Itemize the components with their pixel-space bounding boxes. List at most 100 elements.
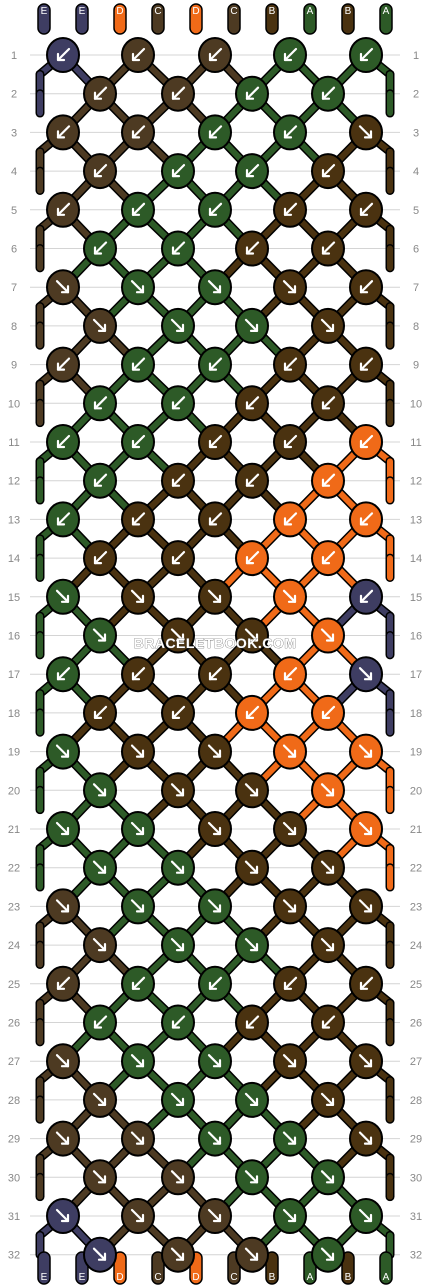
strand-label-bottom: C <box>154 1272 161 1283</box>
arrow-head <box>60 594 70 603</box>
knot <box>46 733 80 770</box>
arrow-down-left-icon <box>56 47 71 62</box>
knot <box>349 346 383 383</box>
arrow-head <box>321 246 331 255</box>
row-number-right: 23 <box>410 901 422 913</box>
knot <box>235 230 269 267</box>
arrow-down-right-icon <box>92 860 107 874</box>
arrow-down-left-icon <box>208 357 223 371</box>
arrow-down-right-icon <box>207 744 222 758</box>
arrow-head <box>363 749 373 758</box>
top-strand-end <box>341 3 355 35</box>
knot <box>349 424 383 460</box>
arrow-down-right-icon <box>358 1054 373 1068</box>
arrow-down-right-icon <box>55 744 70 758</box>
arrow-down-right-icon <box>282 1054 297 1068</box>
row-number-right: 7 <box>413 282 419 294</box>
knot <box>161 1081 195 1118</box>
arrow-head <box>245 169 255 178</box>
strand-label-bottom: D <box>116 1272 123 1283</box>
knot <box>83 385 117 422</box>
arrow-head <box>135 826 145 836</box>
arrow-head <box>208 672 218 681</box>
row-number-left: 20 <box>8 785 20 797</box>
arrow-head <box>171 91 181 100</box>
arrow-head <box>171 401 181 410</box>
strand-label-top: B <box>345 6 352 17</box>
row-number-right: 11 <box>410 437 421 449</box>
knot <box>273 114 307 151</box>
arrow-head <box>131 52 141 62</box>
arrow-head <box>208 981 218 990</box>
strand-label-top: A <box>383 6 390 17</box>
arrow-head <box>56 362 66 371</box>
arrow-down-right-icon <box>320 628 335 642</box>
arrow-head <box>60 1213 70 1223</box>
arrow-down-left-icon <box>171 473 186 487</box>
arrow-down-left-icon <box>131 202 146 216</box>
arrow-down-right-icon <box>358 821 373 836</box>
row-number-left: 9 <box>11 360 17 372</box>
row-number-left: 27 <box>8 1056 20 1068</box>
arrow-down-left-icon <box>171 86 186 100</box>
knot <box>198 656 232 693</box>
knot <box>273 424 307 460</box>
arrow-head <box>131 207 141 216</box>
arrow-down-left-icon <box>131 125 146 139</box>
knot <box>349 656 383 693</box>
arrow-down-right-icon <box>207 1054 222 1068</box>
arrow-down-left-icon <box>359 280 374 294</box>
knot <box>235 153 269 190</box>
knot <box>46 501 80 538</box>
top-strand-end <box>303 3 317 35</box>
arrow-down-right-icon <box>92 938 107 952</box>
knot <box>121 1043 155 1080</box>
knot <box>198 578 232 615</box>
arrow-head <box>359 362 369 371</box>
knot <box>198 346 232 383</box>
arrow-down-left-icon <box>245 86 260 100</box>
arrow-head <box>93 401 103 410</box>
knot <box>121 346 155 383</box>
bottom-strand-end <box>113 1251 127 1285</box>
arrow-down-left-icon <box>171 551 186 565</box>
knot <box>121 114 155 151</box>
row-number-right: 13 <box>410 514 422 526</box>
arrow-head <box>245 91 255 100</box>
row-number-right: 18 <box>410 708 422 720</box>
arrow-down-left-icon <box>56 667 71 681</box>
knot <box>83 1081 117 1118</box>
row-number-right: 19 <box>410 747 422 759</box>
knot <box>121 888 155 925</box>
arrow-down-left-icon <box>359 357 374 371</box>
arrow-down-left-icon <box>171 705 186 719</box>
bottom-strand-end <box>151 1251 165 1285</box>
knot <box>273 1198 307 1234</box>
knot <box>46 1120 80 1157</box>
arrow-head <box>249 633 259 642</box>
arrow-head <box>245 246 255 255</box>
knot <box>198 965 232 1002</box>
strand-label-top: E <box>41 6 48 17</box>
arrow-down-right-icon <box>130 1208 145 1223</box>
knot <box>121 578 155 615</box>
arrow-down-right-icon <box>358 744 373 758</box>
arrow-down-left-icon <box>245 241 260 255</box>
arrow-down-right-icon <box>244 628 259 642</box>
knot <box>121 656 155 693</box>
knot <box>198 811 232 847</box>
arrow-head <box>249 1097 259 1106</box>
arrow-down-right-icon <box>130 1054 145 1068</box>
knot <box>83 540 117 577</box>
arrow-down-right-icon <box>207 1208 222 1223</box>
arrow-down-right-icon <box>320 1170 335 1184</box>
arrow-head <box>208 207 218 216</box>
arrow-head <box>93 556 103 565</box>
arrow-head <box>363 130 373 139</box>
arrow-head <box>245 1020 255 1029</box>
arrow-head <box>60 904 70 913</box>
knot <box>235 694 269 731</box>
arrow-head <box>283 207 293 216</box>
row-number-right: 4 <box>413 166 419 178</box>
arrow-head <box>321 91 331 100</box>
